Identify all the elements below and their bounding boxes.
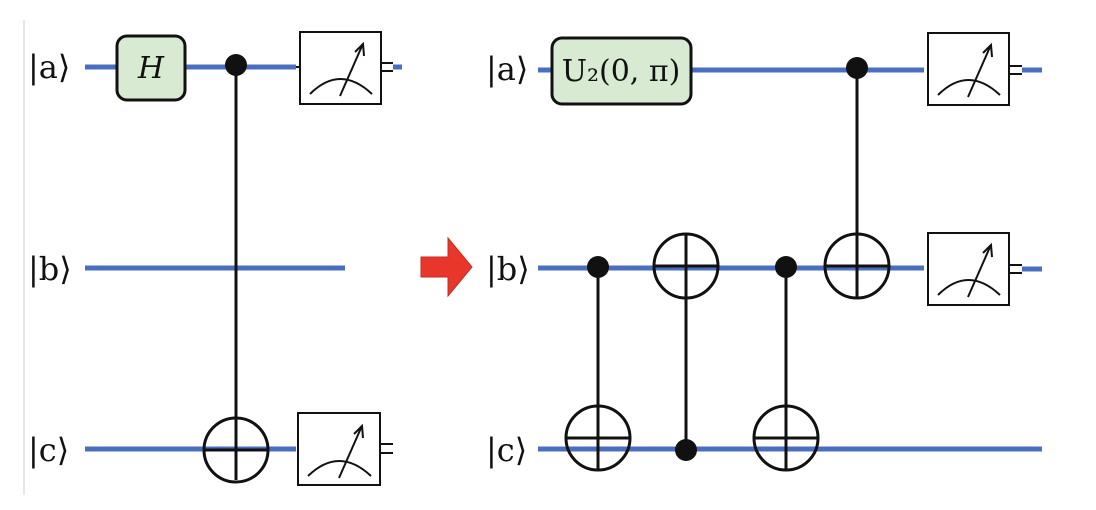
left-ket-c: |c⟩ (28, 431, 69, 469)
left-control-dot (225, 54, 247, 76)
red-right-arrow-icon (420, 236, 473, 298)
left-measure-c-icon (297, 412, 393, 486)
right-cnot1-control-dot (587, 256, 609, 278)
right-cnot4-control-dot (846, 57, 868, 79)
right-circuit: |a⟩ |b⟩ |c⟩ U₂(0, π) (486, 32, 1042, 472)
left-target-xor (202, 416, 270, 484)
right-measure-a-icon (927, 32, 1042, 106)
left-circuit: |a⟩ |b⟩ |c⟩ H (28, 31, 402, 486)
right-ket-a: |a⟩ (486, 50, 528, 88)
left-ket-a: |a⟩ (28, 48, 70, 86)
u2-gate (550, 36, 693, 106)
right-cnot4-target-xor (823, 232, 891, 300)
hadamard-gate-label: H (137, 51, 165, 86)
left-ket-b: |b⟩ (28, 250, 72, 288)
right-ket-c: |c⟩ (486, 431, 527, 469)
right-cnot3-control-dot (775, 256, 797, 278)
right-measure-b-icon (927, 232, 1042, 306)
u2-gate-label: U₂(0, π) (562, 54, 681, 89)
right-cnot2-control-dot (675, 439, 697, 461)
right-cnot3-target-xor (752, 404, 820, 472)
right-cnot1-target-xor (564, 404, 632, 472)
right-ket-b: |b⟩ (486, 250, 530, 288)
right-cnot2-target-xor (652, 232, 720, 300)
hadamard-gate (115, 34, 187, 102)
left-measure-a-icon (296, 31, 402, 105)
